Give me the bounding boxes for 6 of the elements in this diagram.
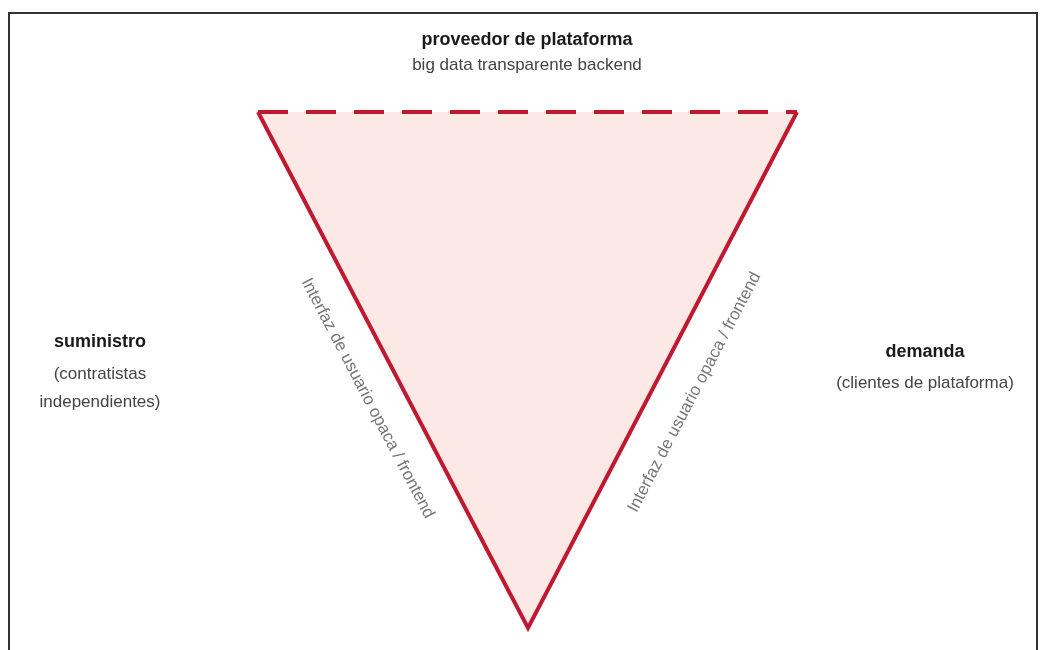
heading: suministro	[53, 330, 147, 353]
description: (clientes de plataforma)	[835, 372, 1015, 394]
description: (contratistas independientes)	[38, 363, 162, 413]
heading: demanda	[884, 340, 966, 363]
heading: proveedor de plataforma	[420, 28, 634, 51]
subheading: big data transparente backend	[411, 54, 643, 76]
